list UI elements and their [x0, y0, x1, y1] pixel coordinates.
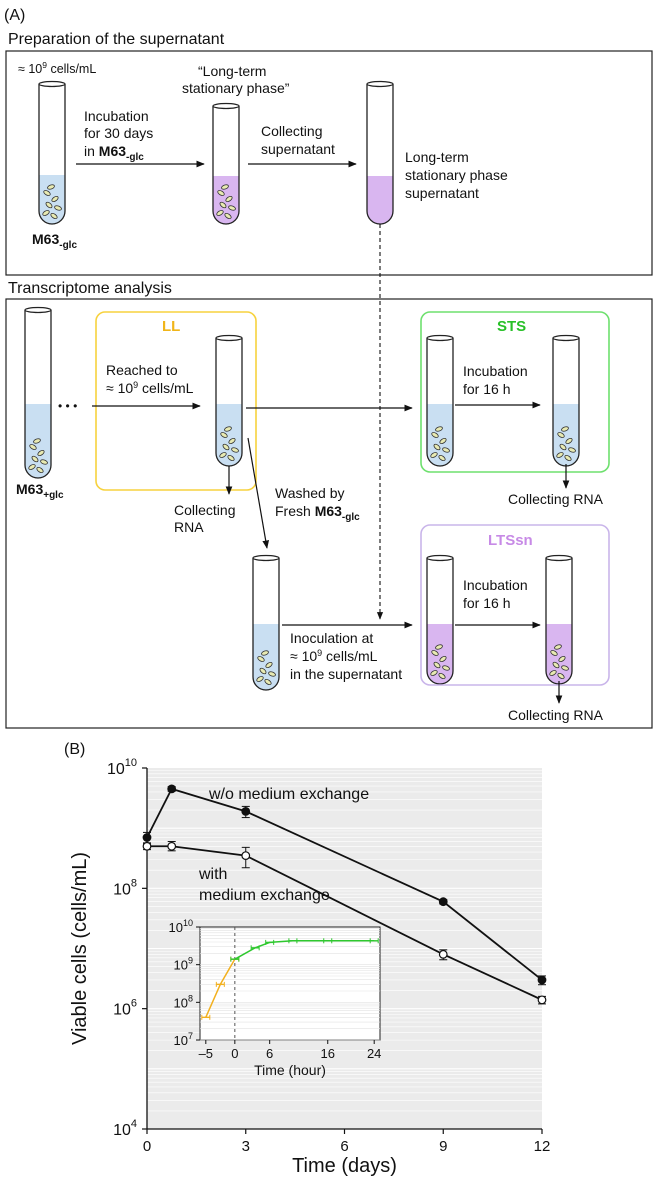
x-tick-label: 0 [143, 1138, 151, 1155]
prep-tube-1 [38, 80, 66, 225]
inset-x-tick-label: 6 [266, 1046, 273, 1061]
trans-tube-ltssn-1 [426, 554, 454, 685]
prep-phase-line1: “Long-term [198, 63, 266, 79]
wash-line2: Fresh M63-glc [275, 503, 360, 523]
x-tick-label: 12 [534, 1138, 551, 1155]
ltssn-label: LTSsn [488, 532, 533, 549]
sts-inc-line1: Incubation [463, 363, 528, 379]
trans-reach-line2: ≈ 109 cells/mL [106, 380, 194, 396]
inoc-line2: ≈ 109 cells/mL [290, 648, 378, 664]
sts-inc-line2: for 16 h [463, 381, 510, 397]
data-point [537, 975, 547, 985]
inset-x-axis-label: Time (hour) [254, 1062, 326, 1078]
trans-title: Transcriptome analysis [8, 280, 172, 297]
inoc-line1: Inoculation at [290, 630, 373, 646]
data-point [142, 833, 152, 842]
inset-x-tick-label: 16 [321, 1046, 335, 1061]
prep-result-line2: stationary phase [405, 167, 508, 183]
y-tick-label: 104 [113, 1118, 137, 1139]
inset-x-tick-label: –5 [199, 1046, 213, 1061]
data-point [167, 784, 177, 794]
data-point [438, 897, 448, 907]
ltssn-collect-rna: Collecting RNA [508, 707, 604, 723]
x-tick-label: 9 [439, 1138, 447, 1155]
inset-y-tick-label: 107 [174, 1031, 193, 1048]
trans-ellipsis: • • • [58, 399, 77, 413]
prep-result-line1: Long-term [405, 149, 469, 165]
y-axis-label: Viable cells (cells/mL) [69, 852, 91, 1045]
ltssn-inc-line1: Incubation [463, 577, 528, 593]
ll-collect-line1: Collecting [174, 502, 235, 518]
trans-start-medium: M63+glc [16, 481, 64, 501]
series-label-without: w/o medium exchange [208, 786, 369, 803]
wash-line1: Washed by [275, 485, 345, 501]
inoc-line3: in the supernatant [290, 666, 402, 682]
prep-tube-3 [366, 80, 394, 225]
panel-b-label: (B) [64, 741, 85, 758]
ll-label: LL [162, 318, 180, 335]
prep-step1-line2: for 30 days [84, 125, 153, 141]
inset-y-tick-label: 109 [174, 956, 193, 973]
inset-y-tick-label: 108 [174, 993, 193, 1010]
prep-step2-line2: supernatant [261, 141, 335, 157]
inset-y-tick-label: 1010 [169, 918, 193, 935]
inset-x-tick-label: 24 [367, 1046, 381, 1061]
inset-series-line [234, 940, 375, 960]
trans-tube-start [24, 306, 52, 479]
trans-box [5, 298, 653, 729]
data-point [241, 851, 251, 860]
prep-step2-line1: Collecting [261, 123, 322, 139]
prep-title: Preparation of the supernatant [8, 31, 225, 48]
trans-tube-washed [252, 554, 280, 691]
ltssn-box [420, 524, 610, 686]
y-tick-label: 1010 [107, 757, 137, 778]
data-point [241, 806, 251, 816]
prep-tube-2 [212, 102, 240, 225]
prep-density: ≈ 109 cells/mL [18, 60, 96, 76]
trans-tube-ll [215, 334, 243, 467]
ll-box [95, 311, 257, 491]
x-tick-label: 6 [340, 1138, 348, 1155]
prep-box [5, 50, 653, 276]
trans-tube-ltssn-2 [545, 554, 573, 685]
inset-x-tick-label: 0 [231, 1046, 238, 1061]
series-label-with-line2: medium exchange [199, 887, 330, 904]
data-point [438, 949, 448, 959]
data-point [167, 841, 177, 851]
x-tick-label: 3 [242, 1138, 250, 1155]
trans-tube-sts-1 [426, 334, 454, 467]
panel-a-label: (A) [4, 7, 25, 24]
inset-frame [199, 926, 381, 1041]
sts-label: STS [497, 318, 526, 335]
prep-step1-line1: Incubation [84, 108, 149, 124]
sts-collect-rna: Collecting RNA [508, 491, 604, 507]
prep-result-line3: supernatant [405, 185, 479, 201]
data-point [142, 841, 152, 851]
ltssn-inc-line2: for 16 h [463, 595, 510, 611]
trans-tube-sts-2 [552, 334, 580, 467]
y-tick-label: 108 [113, 877, 137, 898]
trans-reach-line1: Reached to [106, 362, 178, 378]
ll-collect-line2: RNA [174, 519, 204, 535]
sts-box [420, 311, 610, 473]
series-label-with-line1: with [198, 866, 227, 883]
y-tick-label: 106 [113, 998, 137, 1019]
data-point [537, 995, 547, 1005]
prep-step1-line3: in M63-glc [84, 143, 144, 163]
prep-phase-line2: stationary phase” [182, 80, 290, 96]
prep-medium-label: M63-glc [32, 231, 77, 251]
x-axis-label: Time (days) [292, 1155, 397, 1177]
wash-arrow [247, 437, 270, 549]
